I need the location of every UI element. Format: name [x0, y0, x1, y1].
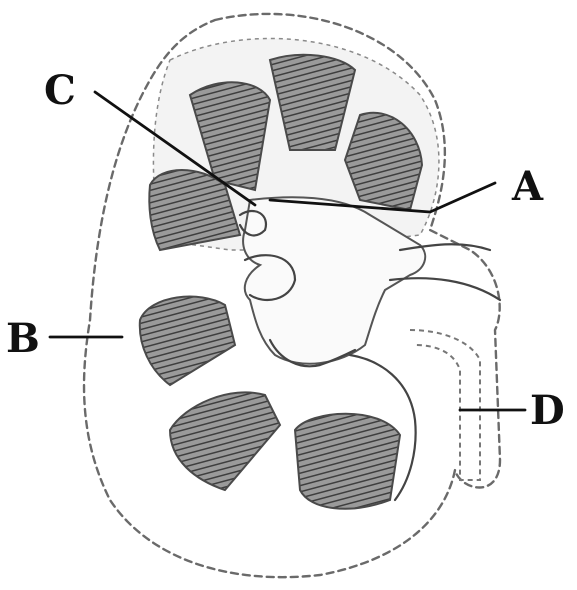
label-b: B	[6, 315, 40, 362]
label-d: D	[530, 387, 565, 434]
renal-pyramid-mid-left	[140, 297, 235, 385]
renal-vessel-middle	[390, 278, 500, 300]
ureter	[410, 330, 480, 480]
renal-pyramid-bottom-center	[295, 414, 400, 509]
label-a: A	[511, 163, 544, 210]
label-c: C	[44, 67, 76, 114]
renal-pyramid-bottom-left	[170, 392, 280, 490]
